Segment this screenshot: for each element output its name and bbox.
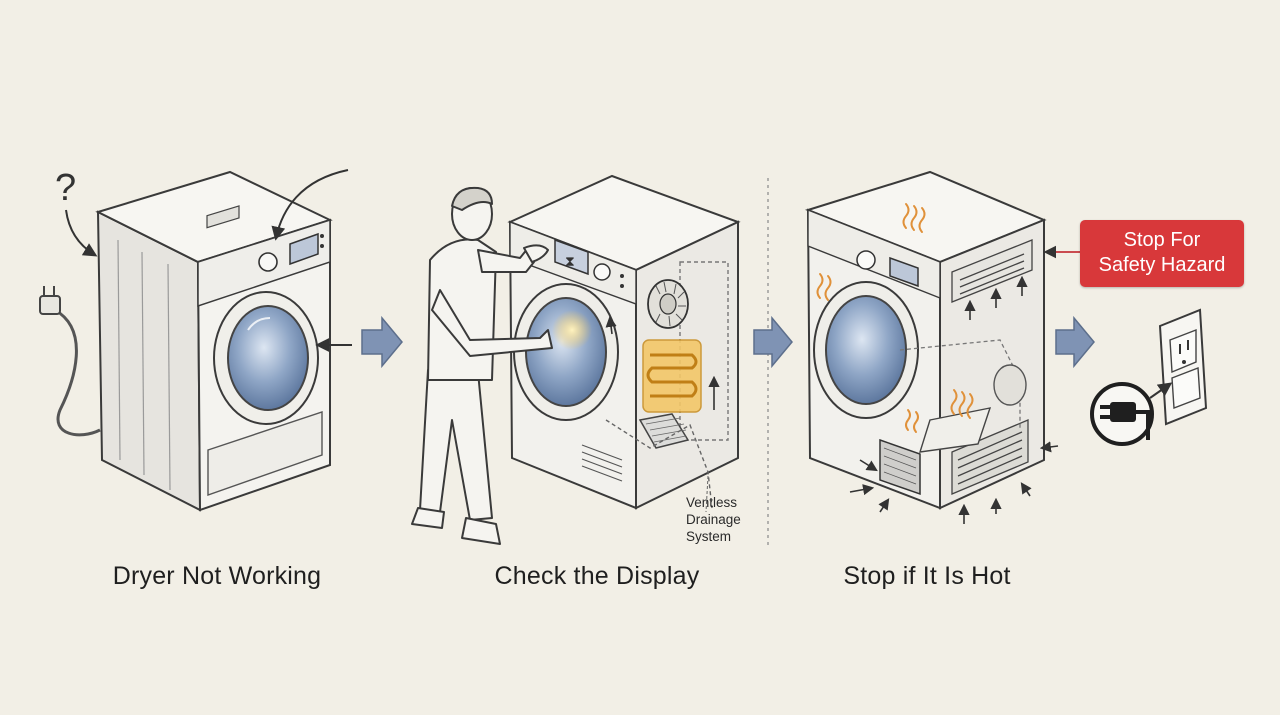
ventless-drainage-label: Ventless Drainage System [686,494,741,545]
ventless-line-1: Ventless [686,495,738,510]
dryer-icon [95,170,333,512]
ventless-line-3: System [686,529,732,544]
dryer-icon: ⧗ [507,174,741,510]
flow-arrow-icon [361,315,403,369]
lint-filter-icon [638,413,690,449]
hazard-line-1: Stop For [1123,229,1201,251]
ventless-line-2: Drainage [686,512,741,527]
flow-arrow-icon [753,315,793,369]
step-2-caption: Check the Display [494,562,700,590]
question-mark-icon: ? [55,167,76,209]
unplug-icon [1090,382,1173,446]
step-2-illustration: ⧗ [411,174,741,545]
fan-icon [647,279,689,329]
person-icon [411,186,553,545]
heater-coil-icon [642,339,702,413]
step-3-caption: Stop if It Is Hot [843,562,1011,590]
flow-arrow-icon [1055,315,1095,369]
step-3-illustration [804,170,1080,524]
power-cord-icon [39,286,101,437]
step-1-caption: Dryer Not Working [112,562,322,590]
vent-icon [951,239,1033,495]
svg-text:⧗: ⧗ [565,254,575,270]
curved-arrow-icon [65,209,98,257]
safety-hazard-badge: Stop For Safety Hazard [1080,220,1244,287]
wall-outlet-icon [1158,308,1208,426]
hazard-line-2: Safety Hazard [1098,254,1226,276]
step-1-illustration: ? [39,167,352,512]
heat-waves-icon [816,203,974,433]
dryer-icon [804,170,1047,510]
timer-icon [554,238,589,276]
